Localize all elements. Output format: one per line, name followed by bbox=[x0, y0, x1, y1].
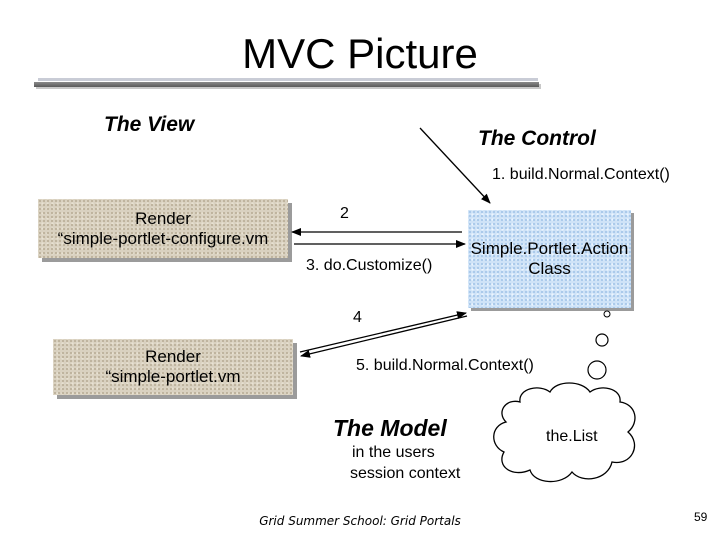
arrow-step5 bbox=[300, 315, 468, 358]
view-label: The View bbox=[104, 113, 195, 136]
portlet-action-class-box: Simple.Portlet.Action Class bbox=[468, 210, 631, 308]
thought-bubble-large bbox=[587, 360, 607, 380]
render-configure-line1: Render bbox=[135, 208, 191, 228]
arrow-step1 bbox=[419, 127, 491, 204]
action-line2: Class bbox=[528, 259, 571, 278]
render-configure-box: Render “simple-portlet-configure.vm bbox=[38, 199, 288, 258]
step3-label: 3. do.Customize() bbox=[306, 257, 433, 274]
render-portlet-line1: Render bbox=[145, 347, 201, 366]
render-portlet-box: Render “simple-portlet.vm bbox=[53, 339, 293, 395]
arrow-step4 bbox=[299, 311, 467, 353]
step2-label: 2 bbox=[340, 205, 349, 222]
model-desc-line1: in the users bbox=[352, 444, 435, 461]
thought-bubble-medium bbox=[595, 333, 609, 347]
list-cloud bbox=[493, 382, 636, 483]
control-label: The Control bbox=[478, 127, 596, 150]
step5-label: 5. build.Normal.Context() bbox=[356, 357, 534, 374]
model-label: The Model bbox=[333, 415, 447, 441]
render-configure-line2: “simple-portlet-configure.vm bbox=[57, 228, 269, 248]
action-line1: Simple.Portlet.Action bbox=[470, 239, 629, 258]
thought-bubble-small bbox=[603, 310, 611, 318]
step1-label: 1. build.Normal.Context() bbox=[492, 166, 670, 183]
title-underline bbox=[34, 82, 539, 87]
page-number: 59 bbox=[694, 510, 708, 524]
model-desc-line2: session context bbox=[350, 465, 461, 482]
render-portlet-line2: “simple-portlet.vm bbox=[105, 367, 241, 386]
cloud-label: the.List bbox=[546, 428, 598, 445]
slide-title: MVC Picture bbox=[242, 30, 478, 77]
step4-label: 4 bbox=[353, 309, 362, 326]
footer-text: Grid Summer School: Grid Portals bbox=[259, 514, 461, 528]
title-underline-highlight bbox=[38, 78, 538, 81]
